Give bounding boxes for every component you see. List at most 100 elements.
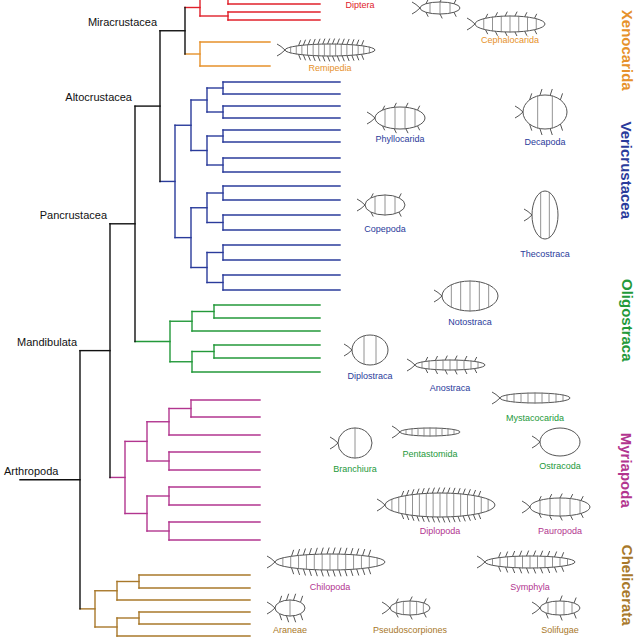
leg-line [418,106,420,110]
leg-line [369,568,371,574]
segment-line [454,430,455,435]
leg-line [465,356,467,360]
arthropod-drawing [477,551,575,573]
segment-line [510,16,511,32]
antenna-line [477,556,485,568]
leg-line [315,548,317,554]
leg-line [548,551,550,556]
tree-branch [223,81,340,82]
tree-branch [214,357,320,358]
leg-line [352,40,354,45]
body-outline [442,281,498,311]
segment-line [450,3,451,13]
segment-line [422,362,423,368]
segment-line [396,603,397,613]
leg-line [506,567,508,572]
leg-line [562,566,564,571]
leg-line [571,515,573,519]
segment-line [464,360,465,369]
tree-branch [169,451,260,452]
segment-line [345,554,346,569]
antenna-line [344,344,352,356]
leg-line [299,41,301,46]
segment-line [335,44,336,56]
body-outline [385,493,495,517]
segment-line [376,336,377,364]
taxon-name: Copepoda [363,225,407,235]
antenna-line [524,209,532,221]
leg-line [424,613,426,617]
segment-line [492,17,493,31]
body-outline [375,107,425,129]
leg-line [303,549,305,555]
segment-line [395,196,396,213]
segment-line [290,47,291,53]
tree-branch [147,495,169,496]
tree-branch [139,623,250,624]
tree-branch [147,460,169,461]
segment-line [418,428,419,435]
segment-line [377,558,378,566]
antenna-line [467,18,475,30]
segment-line [358,45,359,54]
leg-line [473,515,475,520]
leg-line [479,491,481,496]
body-outline [390,601,430,615]
segment-line [406,430,407,435]
leg-line [332,56,334,61]
tree-branch [139,587,250,588]
leg-line [560,494,562,498]
tree-branch [207,252,223,253]
segment-line [442,428,443,435]
leg-line [574,613,576,618]
leg-line [315,570,317,576]
arthropod-drawing [267,594,305,622]
segment-line [572,602,573,613]
segment-line [483,19,484,30]
leg-line [520,551,522,556]
tree-branch [110,477,125,478]
tree-branch [192,330,320,331]
segment-line [514,394,515,402]
tree-branch [214,317,320,318]
tree-branch [135,341,170,342]
segment-line [570,499,571,516]
leg-line [357,569,359,575]
tree-branch [169,469,260,470]
group-name: Vericrustacea [618,121,635,219]
taxon-name: Remipedia [307,64,352,74]
clade-name: Pancrustacea [40,209,107,221]
group-name: Xenocarida [618,10,635,91]
leg-line [410,615,412,619]
segment-line [479,282,480,310]
leg-line [468,515,470,520]
leg-line [313,56,315,61]
segment-line [457,360,458,370]
tree-branch [191,207,207,208]
leg-line [399,212,401,216]
leg-line [432,517,434,522]
clade-name: Altocrustacea [65,91,132,103]
taxon-name: Branchiura [332,465,378,475]
taxon-name: Symphyla [509,583,551,593]
leg-line [345,570,347,576]
leg-line [303,569,305,575]
arthropod-drawing [467,12,545,36]
tree-branch [191,99,207,100]
leg-line [406,103,408,107]
tree-branch [110,223,135,224]
segment-line [314,554,315,569]
segment-line [306,555,307,569]
segment-line [391,499,392,511]
tree-branch [125,513,147,514]
segment-line [521,393,522,402]
segment-line [436,428,437,436]
body-outline [540,428,580,456]
segment-line [518,16,519,31]
segment-line [563,395,564,401]
leg-line [473,490,475,495]
taxon-name: Ostracoda [538,462,582,472]
leg-line [541,551,543,556]
segment-line [545,556,546,567]
leg-line [357,40,359,45]
